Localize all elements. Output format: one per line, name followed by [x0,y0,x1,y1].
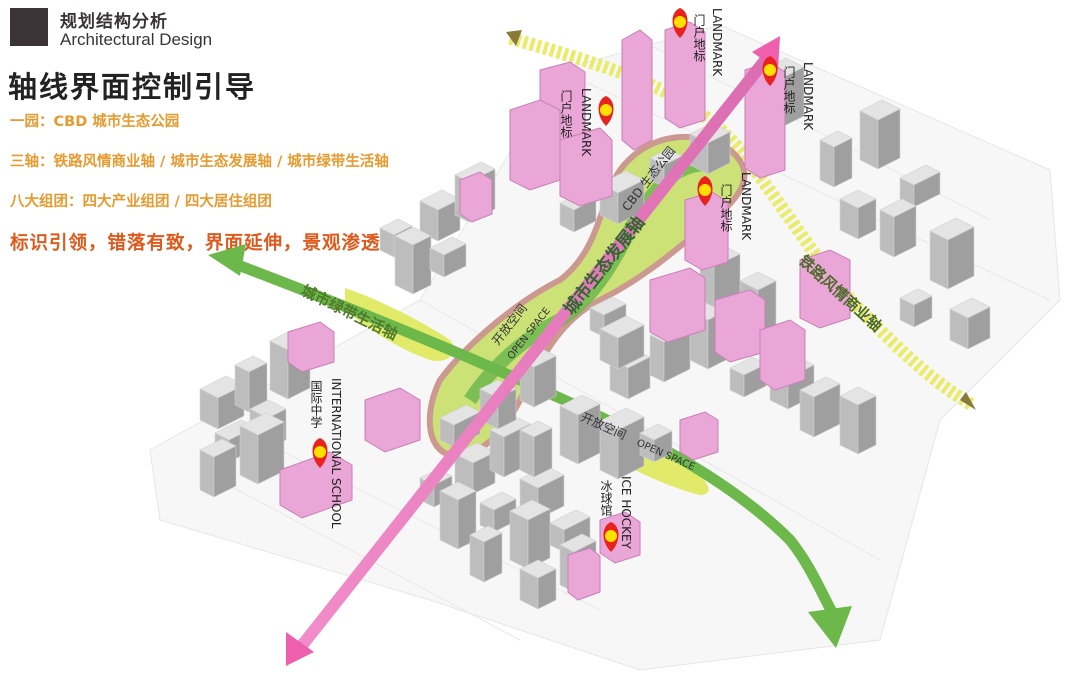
map-pin-dot [314,446,326,458]
grey-building [519,559,557,610]
school-campus [279,451,353,519]
grey-building [799,376,841,438]
main-title: 轴线界面控制引导 [8,70,257,104]
grey-building [819,130,853,188]
landmark-cn-2: 门户地标 [782,65,796,114]
block-west-2 [559,127,613,207]
landmark-marker-4 [697,176,713,206]
school-en: INTERNATIONAL SCHOOL [329,378,343,529]
landmark-en-4: LANDMARK [739,172,753,241]
school-cn: 国际中学 [309,380,323,428]
hockey-marker [603,522,619,552]
landmark-label-3: 门户地标 LANDMARK [559,88,593,157]
grey-building [899,288,933,328]
grey-building [639,423,673,463]
landmark-marker-2 [762,56,778,86]
map-pin-dot [605,530,617,542]
green-axis-arrow-start [208,244,246,276]
grey-building [859,99,901,170]
grey-building [239,412,285,485]
landmark-cn-3: 门户地标 [559,89,573,138]
grey-building [879,198,917,258]
green-axis-band [228,256,837,615]
landmark-label-2: 门户地标 LANDMARK [782,62,815,131]
grey-building [559,394,601,465]
grey-building [599,315,645,370]
tower-north-2 [664,21,706,129]
landmark-label-1: 门户地标 LANDMARK [692,8,724,77]
legend-line-park: 一园：CBD 城市生态公园 [10,114,180,130]
school-label: 国际中学 INTERNATIONAL SCHOOL [309,378,343,529]
legend-line-axes: 三轴：铁路风情商业轴 / 城市生态发展轴 / 城市绿带生活轴 [10,154,389,170]
block-west-1 [509,99,561,191]
pink-landmark-buildings [279,21,851,601]
grey-building [839,189,877,240]
campus-hall [364,387,421,453]
grey-building [199,438,237,498]
block-east-2 [714,289,766,363]
grey-building [394,226,432,295]
hockey-side [567,547,601,601]
school-marker [312,438,328,468]
block-northwest [459,171,493,223]
header-square [10,8,48,46]
slogan: 标识引领，错落有致，界面延伸，景观渗透 [10,233,381,254]
map-pin-dot [699,184,711,196]
yellow-axis-arrow-end [960,392,976,410]
tower-north-1 [621,29,653,151]
yellow-axis-arrow-start [506,30,522,46]
block-far-east [799,249,851,329]
school-block [287,321,335,373]
landmark-cn-1: 门户地标 [692,13,706,62]
grey-building [234,355,268,413]
legend-line-groups: 八大组团：四大产业组团 / 四大居住组团 [10,194,272,210]
pink-axis-arrow-south [286,632,314,666]
header-title-cn: 规划结构分析 [60,12,168,32]
grey-building [839,386,877,455]
landmark-marker-3 [598,96,614,126]
landmark-marker-1 [672,8,688,38]
green-axis-arrow-end [808,606,852,648]
landmark-en-3: LANDMARK [579,88,593,157]
grey-building [949,297,991,350]
map-pin-dot [600,104,612,116]
landmark-en-1: LANDMARK [710,8,724,77]
grey-building [454,442,496,495]
grey-building [729,356,767,398]
landmark-en-2: LANDMARK [801,62,815,131]
hockey-en: ICE HOCKEY [619,476,633,550]
grey-building [419,189,461,242]
block-east-1 [649,267,706,343]
grey-building [509,499,551,570]
hockey-label: 冰球馆 ICE HOCKEY [599,476,633,550]
map-pin-dot [674,16,686,28]
landmark-label-4: 门户地标 LANDMARK [719,172,753,241]
hockey-cn: 冰球馆 [599,480,613,516]
header-title-en: Architectural Design [60,30,213,49]
landmark-cn-4: 门户地标 [719,183,733,232]
block-east-3 [759,319,806,391]
grey-building [429,236,467,278]
block-south-east [679,411,719,461]
grey-building [929,217,975,290]
grey-building [599,407,645,480]
pink-axis-band [295,50,775,652]
grey-building [469,525,503,583]
grey-building [519,420,553,478]
map-pin-dot [764,64,776,76]
